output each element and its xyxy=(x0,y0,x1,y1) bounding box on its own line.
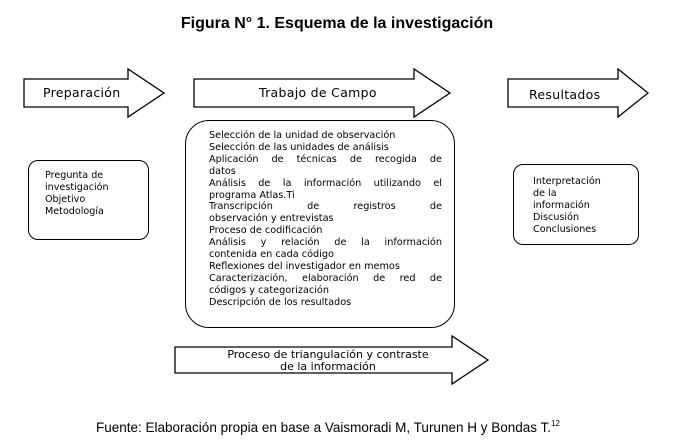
trabajo-campo-item: códigos y categorización xyxy=(209,284,329,296)
source-caption: Fuente: Elaboración propia en base a Vai… xyxy=(96,419,560,435)
resultados-box: Interpretación de la información Discusi… xyxy=(513,164,639,245)
trabajo-campo-item: Transcripción de registros de xyxy=(209,201,442,213)
triangulacion-line: Proceso de triangulación y contraste xyxy=(227,348,429,361)
arrow-trabajo-campo xyxy=(193,67,452,119)
arrow-label-resultados: Resultados xyxy=(529,87,601,102)
resultados-item: Interpretación xyxy=(533,176,601,187)
triangulacion-line: de la información xyxy=(280,360,376,373)
trabajo-campo-item: Reflexiones del investigador en memos xyxy=(209,260,400,272)
trabajo-campo-item: Análisis y relación de la información xyxy=(209,237,442,249)
source-text: Fuente: Elaboración propia en base a Vai… xyxy=(96,420,552,435)
preparacion-item: investigación xyxy=(45,182,109,193)
trabajo-campo-box: Selección de la unidad de observación Se… xyxy=(185,120,455,328)
resultados-item: Conclusiones xyxy=(533,224,597,235)
triangulacion-label: Proceso de triangulación y contraste de … xyxy=(190,349,466,373)
resultados-item: información xyxy=(533,200,590,211)
preparacion-item: Pregunta de xyxy=(45,170,104,181)
trabajo-campo-item: Proceso de codificación xyxy=(209,225,323,237)
figure-title: Figura N° 1. Esquema de la investigación xyxy=(180,15,494,32)
arrow-label-trabajo-campo: Trabajo de Campo xyxy=(259,85,377,100)
arrow-label-preparacion: Preparación xyxy=(43,85,121,100)
trabajo-campo-item: Descripción de los resultados xyxy=(209,296,352,308)
trabajo-campo-item: Selección de las unidades de análisis xyxy=(209,141,389,153)
source-ref: 12 xyxy=(551,419,560,428)
preparacion-item: Objetivo xyxy=(45,194,86,205)
arrow-preparacion xyxy=(23,67,166,119)
preparacion-box: Pregunta de investigación Objetivo Metod… xyxy=(28,160,149,240)
trabajo-campo-item: datos xyxy=(209,165,236,177)
trabajo-campo-item: observación y entrevistas xyxy=(209,213,334,225)
resultados-item: de la xyxy=(533,188,557,199)
trabajo-campo-item: Análisis de la información utilizando el xyxy=(209,177,442,189)
resultados-item: Discusión xyxy=(533,212,580,223)
trabajo-campo-item: Selección de la unidad de observación xyxy=(209,130,396,141)
trabajo-campo-item: programa Atlas.Ti xyxy=(209,189,295,201)
trabajo-campo-item: contenida en cada código xyxy=(209,249,334,261)
trabajo-campo-item: Caracterización, elaboración de red de xyxy=(209,272,442,284)
arrow-resultados xyxy=(507,67,650,119)
preparacion-item: Metodología xyxy=(45,206,104,217)
trabajo-campo-item: Aplicación de técnicas de recogida de xyxy=(209,153,442,165)
arrow-triangulacion xyxy=(174,334,490,386)
